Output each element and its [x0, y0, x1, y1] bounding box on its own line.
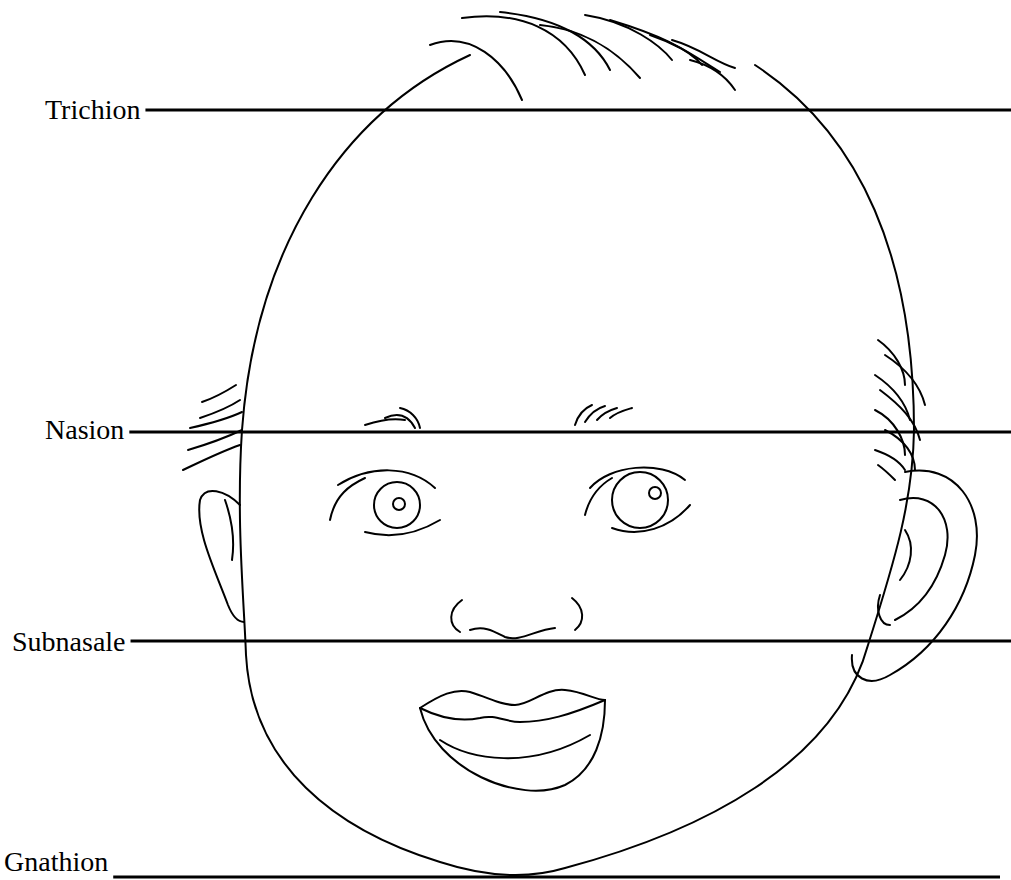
- right-ear: [852, 471, 977, 681]
- eyebrows: [365, 405, 632, 428]
- side-hair: [183, 340, 925, 480]
- landmark-label: Gnathion: [4, 848, 108, 876]
- guide-line: [131, 640, 1011, 643]
- landmark-label: Trichion: [45, 96, 140, 124]
- landmark-label: Nasion: [45, 416, 124, 444]
- guide-line: [113, 876, 1000, 879]
- mouth: [420, 690, 605, 791]
- left-eye: [330, 470, 440, 535]
- left-ear: [199, 491, 244, 622]
- landmark-label: Subnasale: [12, 628, 126, 656]
- right-eye: [585, 468, 690, 532]
- nose: [451, 598, 582, 638]
- guide-line: [129, 431, 1011, 434]
- head-outline: [240, 55, 914, 875]
- guide-line: [145, 109, 1011, 112]
- hair-strands: [430, 12, 735, 100]
